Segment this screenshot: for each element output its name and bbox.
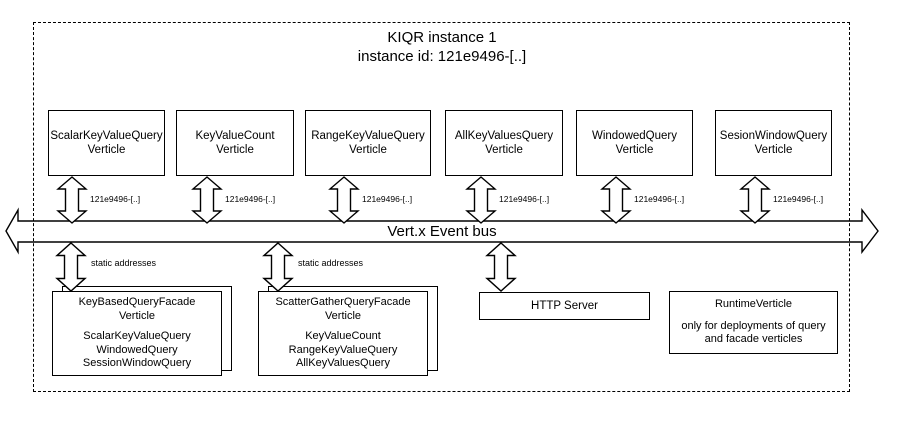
bidirectional-arrow-icon [485,242,517,292]
kiqr-instance-boundary [33,22,850,392]
bus-address-label: 121e9496-[..] [499,194,550,204]
facade-handled-query: AllKeyValuesQuery [296,357,390,369]
bidirectional-arrow-icon [328,176,360,224]
verticle-name: WindowedQuery [591,130,677,142]
static-addresses-label: static addresses [298,258,364,268]
runtime-verticle-title: RuntimeVerticle [714,298,793,310]
runtime-verticle-note: and facade verticles [704,333,803,345]
bus-address-label: 121e9496-[..] [773,194,824,204]
facade-handled-query: SessionWindowQuery [82,357,192,369]
bus-address-label: 121e9496-[..] [634,194,685,204]
verticle-box-all-key-values-query: AllKeyValuesQuery Verticle [445,110,563,176]
facade-name: KeyBasedQueryFacade [78,296,196,308]
instance-title: KIQR instance 1 [387,29,497,46]
facade-type: Verticle [118,309,156,322]
bidirectional-arrow-icon [55,242,87,292]
verticle-box-key-value-count: KeyValueCount Verticle [176,110,294,176]
verticle-type: Verticle [87,144,126,156]
event-bus-label: Vert.x Event bus [387,223,497,240]
static-addresses-label: static addresses [91,258,157,268]
verticle-box-sesion-window-query: SesionWindowQuery Verticle [715,110,832,176]
event-bus-arrow-icon [5,207,879,255]
verticle-box-range-key-value-query: RangeKeyValueQuery Verticle [305,110,431,176]
verticle-type: Verticle [615,144,654,156]
verticle-type: Verticle [485,144,523,156]
verticle-name: ScalarKeyValueQuery [50,130,163,142]
bidirectional-arrow-icon [191,176,223,224]
facade-handled-query: RangeKeyValueQuery [288,343,398,356]
http-server-box: HTTP Server [479,292,650,320]
verticle-box-scalar-key-value-query: ScalarKeyValueQuery Verticle [48,110,165,176]
bidirectional-arrow-icon [600,176,632,224]
verticle-name: RangeKeyValueQuery [311,130,425,142]
facade-box-scatter-gather-query: ScatterGatherQueryFacade Verticle KeyVal… [258,291,428,376]
bidirectional-arrow-icon [739,176,771,224]
facade-handled-query: WindowedQuery [96,343,178,356]
instance-header: KIQR instance 1 instance id: 121e9496-[.… [33,28,851,66]
facade-name: ScatterGatherQueryFacade [275,296,411,308]
bus-address-label: 121e9496-[..] [225,194,276,204]
http-server-label: HTTP Server [531,300,598,312]
verticle-box-windowed-query: WindowedQuery Verticle [576,110,693,176]
bidirectional-arrow-icon [262,242,294,292]
verticle-type: Verticle [216,144,254,156]
runtime-verticle-box: RuntimeVerticle only for deployments of … [669,291,838,354]
facade-handled-query: ScalarKeyValueQuery [83,330,191,342]
verticle-type: Verticle [349,144,387,156]
verticle-name: AllKeyValuesQuery [454,130,554,142]
bus-address-label: 121e9496-[..] [90,194,141,204]
facade-type: Verticle [324,309,362,322]
runtime-verticle-note: only for deployments of query [681,320,826,332]
facade-box-key-based-query: KeyBasedQueryFacade Verticle ScalarKeyVa… [52,291,222,376]
bus-address-label: 121e9496-[..] [362,194,413,204]
bidirectional-arrow-icon [56,176,88,224]
facade-handled-query: KeyValueCount [305,330,381,342]
verticle-type: Verticle [754,144,793,156]
bidirectional-arrow-icon [465,176,497,224]
instance-id: instance id: 121e9496-[..] [357,48,527,65]
verticle-name: KeyValueCount [195,130,275,142]
verticle-name: SesionWindowQuery [719,130,828,142]
